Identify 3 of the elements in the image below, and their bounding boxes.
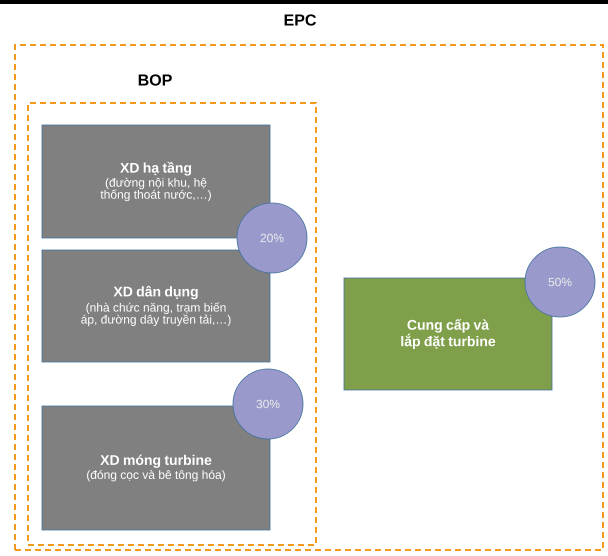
node-label: EPC [284,14,316,26]
process-box: XD dân dụng (nhà chức năng, trạm biến áp, đường dây truyền tải,…) [42,250,270,362]
node-label: BOP [138,74,172,86]
